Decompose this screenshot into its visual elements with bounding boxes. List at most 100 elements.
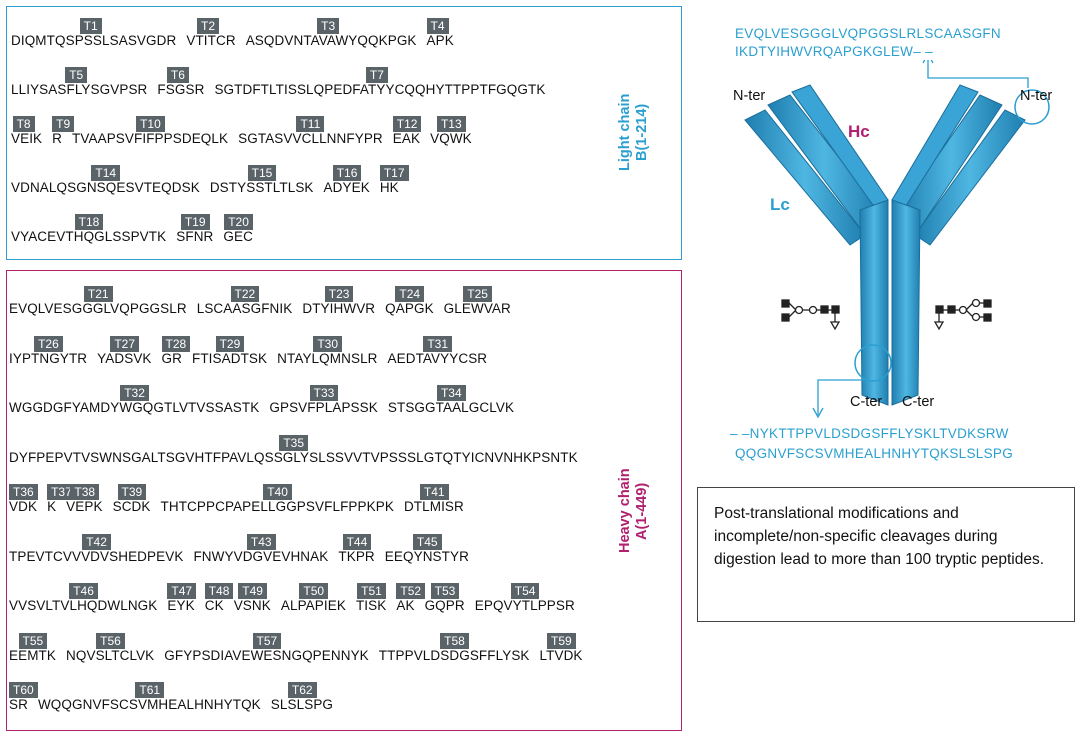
peptide-tag: T14: [91, 165, 121, 181]
peptide-tag: T6: [166, 67, 189, 83]
peptide-sequence: SGTASVVCLLNNFYPR: [238, 131, 383, 146]
peptide-tag: T44: [342, 533, 372, 550]
peptide-sequence: NQVSLTCLVK: [66, 647, 155, 663]
peptide-tag: T9: [52, 116, 75, 132]
peptide-sequence: SCDK: [112, 499, 151, 514]
peptide-sequence: VQWK: [430, 131, 472, 146]
peptide-tag: T30: [313, 335, 343, 352]
peptide-sequence: TVAAPSVFIFPPSDEQLK: [72, 131, 229, 146]
peptide-tag: T50: [299, 583, 329, 599]
peptide-tag: T29: [215, 335, 245, 352]
peptide-tag: T61: [135, 682, 165, 698]
peptide-tag: T23: [324, 286, 354, 302]
peptide-tag: T36: [9, 484, 38, 500]
peptide-sequence: GLEWVAR: [443, 301, 511, 316]
peptide-sequence: VEIK: [11, 131, 43, 146]
peptide-sequence: FNWYVDGVEVHNAK: [193, 548, 329, 564]
peptide-sequence: WQQGNVFSCSVMHEALHNHYTQK: [37, 697, 261, 712]
peptide-tag: T40: [263, 484, 292, 500]
left-fab-arm: [744, 84, 889, 246]
peptide-tag: T53: [430, 583, 460, 599]
n-term-sequence-line-2: IKDTYIHWVRQAPGKGLEW– –: [735, 44, 933, 59]
peptide-sequence: SLSLSPG: [270, 697, 334, 712]
peptide-sequence: GQPR: [424, 598, 465, 613]
peptide-sequence: VYACEVTHQGLSSPVTK: [11, 229, 167, 244]
peptide-sequence: EVQLVESGGGLVQPGGSLR: [9, 301, 187, 316]
peptide-sequence: SGTDFTLTISSLQPEDFATYYCQQHYTTPPTFGQGTK: [214, 82, 546, 97]
peptide-sequence: DSTYSSTLTLSK: [209, 180, 314, 195]
peptide-tag: T39: [117, 484, 147, 500]
peptide-tag: T11: [296, 116, 325, 132]
peptide-sequence: FSGSR: [157, 82, 205, 97]
peptide-sequence: FTISADTSK: [191, 350, 268, 366]
peptide-sequence: ADYEK: [323, 180, 370, 195]
peptide-tag: T38: [70, 484, 100, 500]
peptide-sequence: DTLMISR: [403, 499, 464, 514]
peptide-tag: T17: [379, 165, 409, 181]
peptide-tag: T10: [136, 116, 165, 132]
peptide-sequence: LSCAASGFNIK: [196, 301, 293, 316]
heavy-chain-label: Heavy chain A(1-449): [617, 468, 650, 554]
peptide-tag: T59: [547, 632, 576, 649]
c-ter-left-label: C-ter: [850, 394, 883, 410]
glycan-left-icon: [781, 299, 841, 331]
fc-stem: [859, 199, 921, 406]
peptide-tag: T55: [18, 632, 48, 649]
peptide-tag: T20: [224, 214, 253, 230]
peptide-sequence: IYPTNGYTR: [9, 350, 88, 366]
peptide-tag: T51: [357, 583, 386, 599]
peptide-sequence: R: [52, 131, 63, 146]
peptide-sequence: AEDTAVYYCSR: [387, 350, 488, 366]
peptide-sequence: AK: [396, 598, 415, 613]
peptide-sequence: VSNK: [233, 598, 271, 613]
peptide-tag: T62: [287, 682, 317, 698]
peptide-tag: T31: [423, 335, 453, 352]
peptide-sequence: NTAYLQMNSLR: [277, 350, 378, 366]
peptide-tag: T52: [396, 583, 426, 599]
peptide-sequence: DTYIHWVR: [302, 301, 376, 316]
peptide-tag: T2: [197, 18, 220, 34]
peptide-tag: T24: [395, 286, 425, 302]
glycan-right-icon: [933, 298, 992, 331]
c-ter-right-label: C-ter: [902, 394, 935, 410]
n-term-highlight-circle: [1014, 89, 1050, 125]
peptide-sequence: EYK: [167, 598, 195, 613]
peptide-sequence: THTCPPCPAPELLGGPSVFLFPPKPK: [160, 499, 394, 514]
peptide-sequence: SFNR: [176, 229, 214, 244]
peptide-sequence: VEPK: [66, 499, 103, 514]
peptide-tag: T8: [12, 116, 35, 132]
peptide-sequence: K: [47, 499, 57, 514]
peptide-sequence: ASQDVNTAVAWYQQKPGK: [245, 33, 417, 48]
peptide-tag: T34: [436, 385, 466, 401]
peptide-tag: T45: [412, 533, 442, 550]
peptide-tag: T4: [426, 18, 449, 34]
peptide-sequence: STSGGTAALGCLVK: [387, 400, 515, 415]
peptide-tag: T60: [9, 682, 38, 698]
n-ter-left-label: N-ter: [733, 88, 766, 104]
light-chain-abbrev: Lc: [770, 195, 790, 214]
note-text: Post-translational modifications and inc…: [714, 505, 1045, 568]
peptide-sequence: HK: [379, 180, 399, 195]
peptide-sequence: EEQYNSTYR: [384, 548, 469, 564]
peptide-tag: T41: [419, 484, 449, 500]
peptide-sequence: EPQVYTLPPSR: [474, 598, 575, 613]
peptide-tag: T56: [96, 632, 125, 649]
c-term-arrow: [817, 378, 865, 415]
peptide-sequence: WGGDGFYAMDYWGQGTLVTVSSASTK: [9, 400, 260, 415]
peptide-tag: T35: [279, 434, 309, 451]
peptide-tag: T7: [365, 67, 388, 83]
peptide-tag: T58: [440, 632, 469, 649]
peptide-tag: T49: [238, 583, 267, 599]
peptide-sequence: DYFPEPVTVSWNSGALTSGVHTFPAVLQSSGLYSLSSVVT…: [9, 449, 578, 465]
heavy-chain-abbrev: Hc: [848, 122, 870, 141]
peptide-sequence: TKPR: [338, 548, 375, 564]
peptide-sequence: VDK: [9, 499, 38, 514]
peptide-tag: T21: [83, 286, 113, 302]
n-ter-right-label: N-ter: [1020, 88, 1053, 104]
peptide-sequence: GR: [161, 350, 182, 366]
peptide-sequence: QAPGK: [385, 301, 434, 316]
peptide-tag: T32: [120, 385, 149, 401]
c-term-sequence-line-2: QQGNVFSCSVMHEALHNHYTQKSLSLSPG: [735, 446, 1014, 461]
n-term-sequence-line-1: EVQLVESGGGLVQPGGSLRLSCAASGFN: [735, 26, 1001, 41]
